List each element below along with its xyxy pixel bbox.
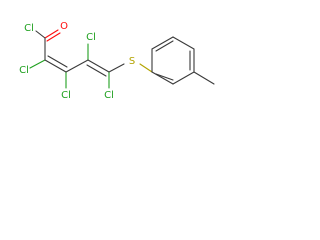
bond-c5-s [108, 63, 125, 73]
ring-double-3 [155, 40, 174, 52]
atom-oxygen: O [60, 21, 68, 32]
atom-cl-acyl: Cl [24, 23, 34, 34]
bond-s-ring [139, 63, 153, 73]
bond-c1-cl [35, 30, 46, 39]
atom-labels: Cl O Cl Cl Cl Cl S [19, 21, 135, 101]
ring-bond-4 [172, 36, 195, 50]
atom-cl-c4: Cl [86, 32, 96, 43]
bond-c3-c4 [65, 59, 89, 73]
bond-c1-o-b [46, 32, 61, 42]
atom-cl-c5: Cl [104, 90, 114, 101]
bond-c2-c3-a [44, 59, 67, 73]
atom-cl-c2: Cl [19, 65, 29, 76]
bond-c4-c5-a [87, 59, 110, 73]
atom-cl-c3: Cl [61, 90, 71, 101]
bond-c4-c5-b [86, 64, 107, 77]
ring-bond-5 [151, 36, 174, 50]
bond-c2-cl [29, 59, 46, 69]
bond-c1-o-a [44, 29, 59, 39]
structure-diagram: Cl O Cl Cl Cl Cl S [19, 21, 215, 101]
bond-c2-c3-b [47, 55, 68, 68]
bonds [29, 29, 215, 89]
ring-bond-2 [172, 71, 195, 85]
ring-double-1 [155, 73, 174, 81]
ring-bond-1 [151, 71, 174, 85]
atom-sulfur: S [129, 56, 135, 67]
bond-methyl [193, 71, 215, 85]
